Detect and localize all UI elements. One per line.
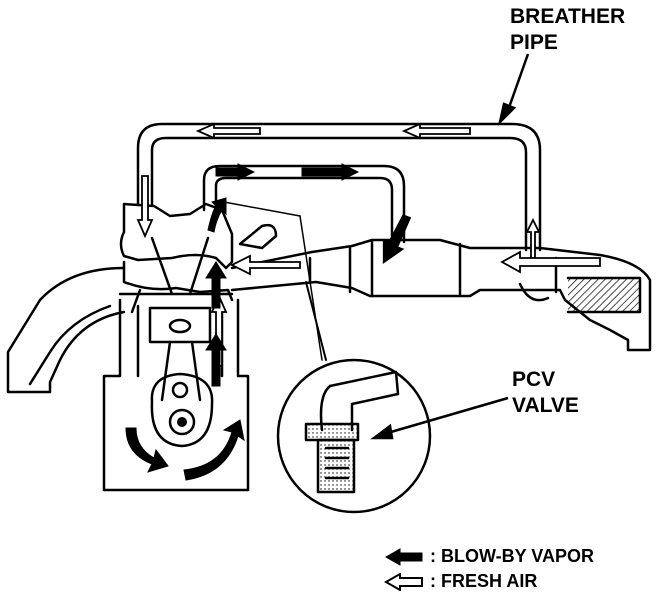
cylinder-head: [118, 202, 278, 302]
engine-block: [102, 298, 250, 492]
legend-blowby: : BLOW-BY VAPOR: [384, 546, 594, 567]
pcv-valve-detail: [276, 358, 432, 514]
breather-label-line2: PIPE: [510, 31, 558, 54]
pcv-hose: [202, 164, 406, 250]
exhaust-manifold: [6, 266, 142, 394]
breather-pipe: [136, 122, 542, 252]
legend-fresh-text: : FRESH AIR: [430, 571, 538, 591]
breather-pointer: [497, 53, 530, 126]
fresh-air-arrows: [136, 122, 601, 367]
hollow-arrow-left-icon: [384, 572, 423, 591]
solid-arrow-left-icon: [384, 547, 423, 566]
pcv-label-line2: VALVE: [512, 394, 579, 417]
pcv-valve-label: PCV VALVE: [512, 367, 579, 419]
crankshaft: [177, 417, 187, 427]
intake-duct: [230, 238, 652, 352]
pcv-label-line1: PCV: [512, 368, 556, 391]
breather-label-line1: BREATHER: [510, 5, 626, 28]
legend-fresh: : FRESH AIR: [384, 571, 537, 592]
pcv-pointer: [370, 396, 509, 440]
blowby-arrows: [125, 163, 412, 481]
legend-blowby-text: : BLOW-BY VAPOR: [430, 546, 594, 566]
breather-pipe-label: BREATHER PIPE: [510, 4, 625, 56]
